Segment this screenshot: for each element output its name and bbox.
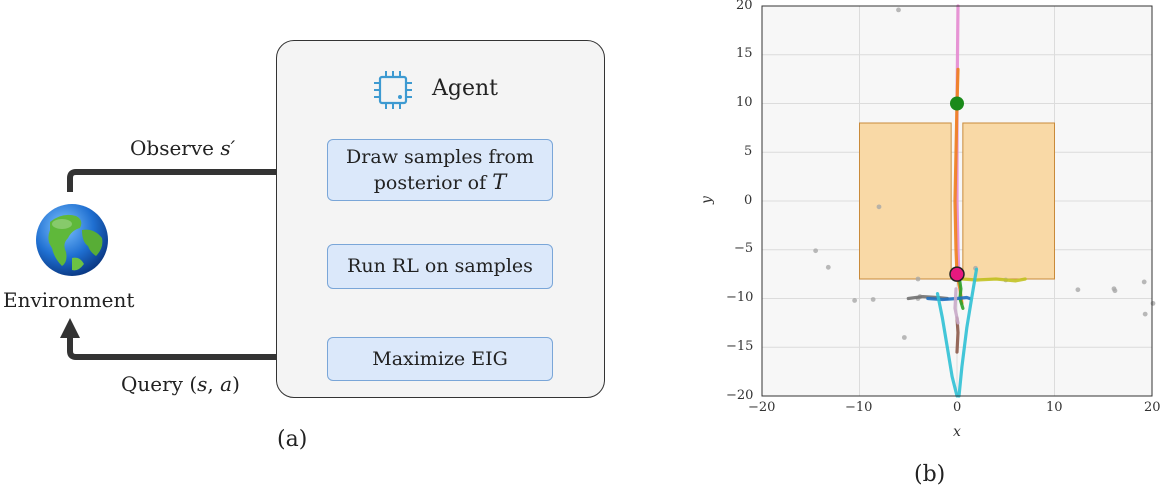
trajectory-line [960,277,1027,283]
sample-point [915,276,921,282]
observe-arrow [67,169,296,192]
sample-point [1150,300,1156,306]
start-point [949,266,965,282]
y-tick-label: 0 [744,193,753,208]
step1-var: T [492,169,507,194]
step1-line1: Draw samples from [346,145,534,168]
chip-icon [374,71,412,109]
trajectory-line [957,267,979,398]
query-arrowhead [60,318,80,338]
sample-point [852,298,858,303]
obstacle-right [962,122,1055,280]
trajectory-line [926,295,972,302]
trajectory-line [953,287,960,325]
y-tick-label: −15 [726,339,754,354]
sample-points [813,7,1156,340]
markers [949,96,965,282]
y-tick-label: 15 [736,46,753,61]
y-tick-label: 10 [736,95,753,110]
y-tick-label: 20 [736,0,753,13]
sample-point [813,248,819,254]
sample-point [876,204,882,210]
obstacle-left [859,122,952,280]
sample-point [1075,287,1081,293]
y-tick-label: −20 [726,388,754,403]
sample-point [901,335,907,340]
sample-point [1142,311,1148,317]
x-tick-label: −10 [845,400,873,415]
query-label: Query (s, a) [121,372,240,396]
x-tick-label: −20 [748,400,776,415]
sample-point [825,264,831,270]
step1-line2: posterior of [373,171,487,194]
x-tick-label: 10 [1046,400,1063,415]
x-tick-label: 20 [1144,400,1161,415]
sample-point [1112,288,1118,294]
query-arrow [67,336,320,360]
obstacle-box [859,122,1055,280]
caption-b: (b) [914,462,946,487]
caption-a: (a) [277,427,308,452]
x-axis-label: x [953,424,961,440]
globe-icon [36,204,108,276]
trajectory-line [935,292,959,398]
y-tick-label: 5 [744,144,753,159]
sample-point [1141,279,1147,285]
goal-point [950,96,964,111]
sample-point [896,7,901,13]
y-tick-label: −5 [734,241,754,256]
observe-label: Observe s′ [130,136,236,160]
x-tick-label: 0 [953,400,962,415]
step-maximize-eig: Maximize EIG [327,337,553,381]
step-run-rl: Run RL on samples [327,244,553,289]
plot-frame [761,5,1153,397]
observe-var: s′ [220,136,236,160]
agent-title: Agent [432,76,498,101]
sample-point [870,297,876,302]
environment-label: Environment [3,288,135,312]
y-axis-label: y [698,196,715,204]
step-draw-samples: Draw samples from posterior of T [327,139,553,201]
trajectories [906,4,1027,398]
y-tick-label: −10 [726,290,754,305]
